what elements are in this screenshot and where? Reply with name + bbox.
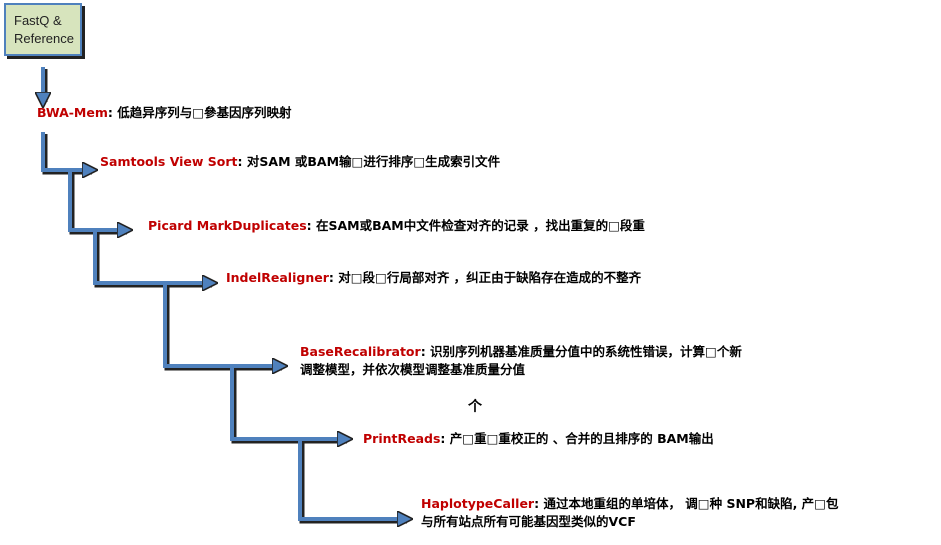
- start-box-line1: FastQ &: [14, 13, 62, 28]
- step-desc: : 通过本地重组的单培体， 调□种 SNP和缺陷, 产□包: [534, 496, 839, 511]
- step-bwa: BWA-Mem: 低趋异序列与□參基因序列映射: [37, 104, 292, 122]
- arrow-to-picard: [68, 172, 125, 230]
- arrow-to-indel: [93, 232, 210, 283]
- tool-name: Samtools View Sort: [100, 154, 238, 169]
- step-haplotypecaller: HaplotypeCaller: 通过本地重组的单培体， 调□种 SNP和缺陷,…: [421, 495, 839, 531]
- start-box-line2: Reference: [14, 31, 74, 46]
- step-desc-line2: 调整模型，并依次模型调整基准质量分值: [300, 362, 526, 377]
- step-indelrealigner: IndelRealigner: 对□段□行局部对齐 ，纠正由于缺陷存在造成的不整…: [226, 269, 641, 287]
- arrow-to-haplotype: [298, 441, 405, 519]
- step-desc: : 在SAM或BAM中文件检查对齐的记录 ，找出重复的□段重: [306, 218, 645, 233]
- step-desc: : 产□重□重校正的 、合并的且排序的 BAM输出: [440, 431, 714, 446]
- step-desc: : 低趋异序列与□參基因序列映射: [107, 105, 292, 120]
- arrow-to-baserecal: [163, 285, 280, 366]
- stray-char: 个: [468, 399, 482, 415]
- tool-name: Picard MarkDuplicates: [148, 218, 307, 233]
- tool-name: BaseRecalibrator: [300, 344, 421, 359]
- tool-name: HaplotypeCaller: [421, 496, 535, 511]
- start-box: FastQ & Reference: [4, 3, 82, 56]
- tool-name: BWA-Mem: [37, 105, 108, 120]
- step-printreads: PrintReads: 产□重□重校正的 、合并的且排序的 BAM输出: [363, 430, 714, 448]
- step-desc: : 对SAM 或BAM输□进行排序□生成索引文件: [237, 154, 501, 169]
- step-desc-line2: 与所有站点所有可能基因型类似的VCF: [421, 514, 636, 529]
- step-samtools: Samtools View Sort: 对SAM 或BAM输□进行排序□生成索引…: [100, 153, 500, 171]
- step-desc: : 识别序列机器基准质量分值中的系统性错误，计算□个新: [420, 344, 742, 359]
- step-picard: Picard MarkDuplicates: 在SAM或BAM中文件检查对齐的记…: [148, 217, 645, 235]
- arrow-to-printreads: [230, 368, 345, 439]
- step-baserecalibrator: BaseRecalibrator: 识别序列机器基准质量分值中的系统性错误，计算…: [300, 343, 742, 379]
- step-desc: : 对□段□行局部对齐 ，纠正由于缺陷存在造成的不整齐: [328, 270, 642, 285]
- arrow-to-samtools: [41, 132, 90, 170]
- tool-name: PrintReads: [363, 431, 441, 446]
- tool-name: IndelRealigner: [226, 270, 329, 285]
